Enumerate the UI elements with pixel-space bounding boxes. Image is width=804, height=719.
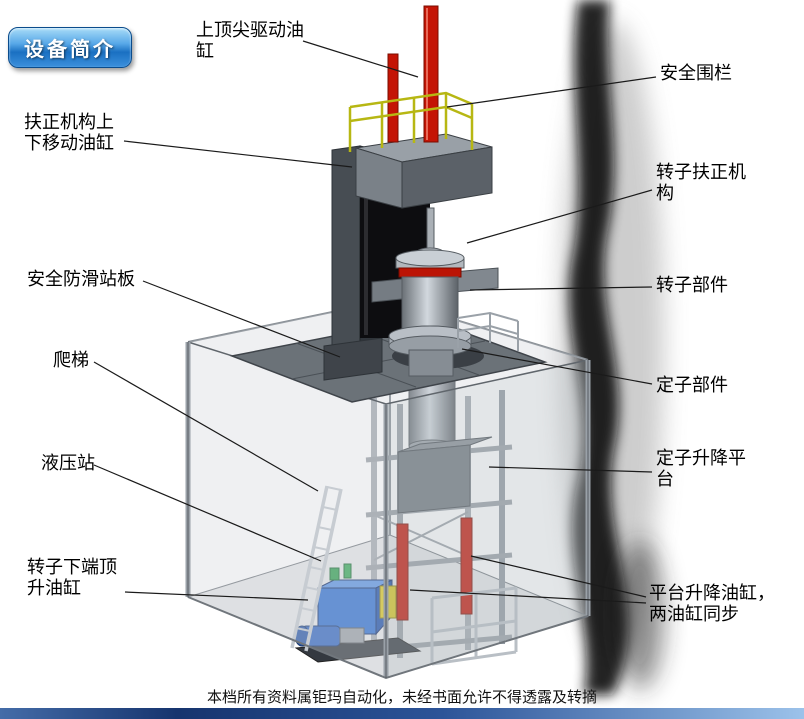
footer-bar (0, 708, 804, 719)
leader-ladder (93, 361, 319, 492)
callout-rotor-bottom-jack-cylinder: 转子下端顶升油缸 (27, 557, 117, 599)
leader-antislip-platform (142, 280, 341, 358)
leader-lines (93, 40, 657, 604)
ladder-graphic (290, 485, 343, 652)
leader-platform-cylinder-1 (470, 555, 647, 598)
callout-stator-lift-platform: 定子升降平台 (656, 448, 746, 490)
rotor-graphic (371, 207, 499, 377)
callout-rotor-part: 转子部件 (656, 275, 728, 296)
leader-safety-fence (446, 76, 657, 108)
side-railing-graphic (457, 311, 519, 351)
footer-copyright: 本档所有资料属钜玛自动化，未经书面允许不得透露及转摘 (206, 688, 597, 706)
leader-top-drive-cylinder (302, 40, 419, 78)
leader-rotor-centering (466, 189, 653, 244)
callout-rotor-centering-mechanism: 转子扶正机构 (656, 162, 746, 204)
callout-platform-lift-cylinders: 平台升降油缸，两油缸同步 (649, 583, 775, 625)
leader-rotor-jack-cylinder (124, 591, 309, 601)
callout-ladder: 爬梯 (53, 350, 89, 371)
leader-centering-move-cylinder (123, 140, 353, 168)
callout-safety-fence: 安全围栏 (660, 63, 732, 84)
title-badge-label: 设备简介 (24, 37, 116, 61)
leader-hydraulic-station (93, 464, 322, 562)
leader-stator-part (461, 348, 653, 385)
head-box-graphic (355, 133, 493, 209)
callout-centering-move-cylinder: 扶正机构上下移动油缸 (24, 112, 114, 154)
callout-hydraulic-station: 液压站 (41, 453, 95, 474)
callout-antislip-platform: 安全防滑站板 (27, 269, 135, 290)
leader-platform-cylinder-2 (409, 589, 647, 604)
callout-top-drive-cylinder: 上顶尖驱动油缸 (196, 20, 304, 62)
leader-stator-lift-platform (488, 466, 653, 473)
platform-lift-cylinders-graphic (396, 517, 473, 621)
leader-rotor-part (469, 286, 653, 291)
safety-fence-graphic (348, 91, 474, 152)
title-badge: 设备简介 (8, 27, 132, 68)
callout-stator-part: 定子部件 (656, 375, 728, 396)
